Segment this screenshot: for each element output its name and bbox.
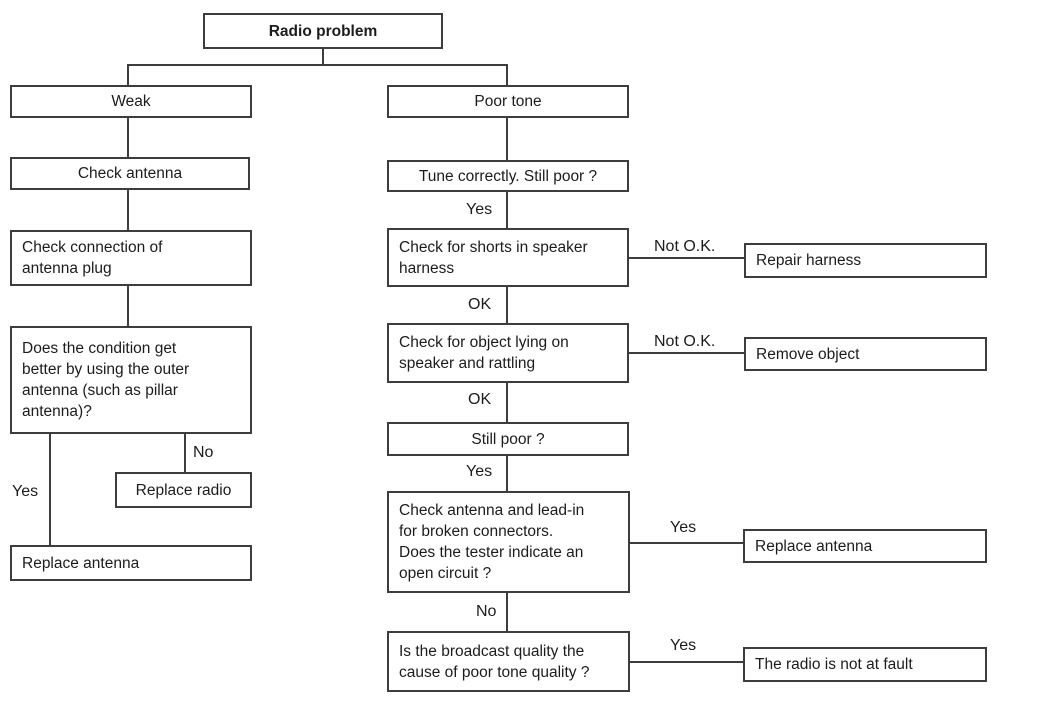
node-replace-antenna-weak-branch: Replace antenna xyxy=(10,545,252,581)
connector-shorts-to-repair-harness xyxy=(629,257,744,259)
node-still-poor: Still poor ? xyxy=(387,422,629,456)
connector-connection-to-condition xyxy=(127,286,129,326)
node-repair-harness: Repair harness xyxy=(744,243,987,278)
connector-leadin-to-broadcast xyxy=(506,593,508,631)
connector-poor-tone-stub xyxy=(506,64,508,85)
edge-label-yes: Yes xyxy=(12,483,39,500)
node-check-antenna: Check antenna xyxy=(10,157,250,190)
connector-branch-horizontal xyxy=(127,64,508,66)
edge-label-yes: Yes xyxy=(670,519,697,536)
edge-label-ok: OK xyxy=(468,391,492,408)
node-check-antenna-lead-in: Check antenna and lead-in for broken con… xyxy=(387,491,630,593)
node-is-broadcast-quality-cause: Is the broadcast quality the cause of po… xyxy=(387,631,630,692)
edge-label-no: No xyxy=(193,444,214,461)
connector-poor-tone-to-tune xyxy=(506,118,508,160)
node-check-shorts-in-speaker-harness: Check for shorts in speaker harness xyxy=(387,228,629,287)
connector-still-poor-to-leadin xyxy=(506,456,508,491)
connector-weak-to-check-antenna xyxy=(127,118,129,157)
connector-object-to-still-poor xyxy=(506,383,508,422)
edge-label-ok: OK xyxy=(468,296,492,313)
connector-shorts-to-object xyxy=(506,287,508,323)
connector-condition-yes xyxy=(49,434,51,545)
edge-label-yes: Yes xyxy=(466,201,493,218)
node-weak: Weak xyxy=(10,85,252,118)
connector-leadin-to-replace-antenna xyxy=(630,542,743,544)
node-does-condition-get-better: Does the condition get better by using t… xyxy=(10,326,252,434)
node-replace-radio: Replace radio xyxy=(115,472,252,508)
edge-label-not-ok: Not O.K. xyxy=(654,333,716,350)
node-tune-correctly: Tune correctly. Still poor ? xyxy=(387,160,629,192)
connector-broadcast-to-not-fault xyxy=(630,661,743,663)
edge-label-not-ok: Not O.K. xyxy=(654,238,716,255)
connector-check-antenna-to-connection xyxy=(127,190,129,230)
edge-label-yes: Yes xyxy=(466,463,493,480)
node-check-connection-of-antenna-plug: Check connection of antenna plug xyxy=(10,230,252,286)
node-poor-tone: Poor tone xyxy=(387,85,629,118)
connector-weak-stub xyxy=(127,64,129,85)
edge-label-yes: Yes xyxy=(670,637,697,654)
node-replace-antenna-poor-tone-branch: Replace antenna xyxy=(743,529,987,563)
node-check-object-on-speaker: Check for object lying on speaker and ra… xyxy=(387,323,629,383)
node-remove-object: Remove object xyxy=(744,337,987,371)
connector-root-stem xyxy=(322,47,324,65)
connector-condition-no xyxy=(184,434,186,472)
node-radio-not-at-fault: The radio is not at fault xyxy=(743,647,987,682)
edge-label-no: No xyxy=(476,603,497,620)
node-radio-problem: Radio problem xyxy=(203,13,443,49)
connector-tune-to-shorts xyxy=(506,192,508,228)
connector-object-to-remove-object xyxy=(629,352,744,354)
